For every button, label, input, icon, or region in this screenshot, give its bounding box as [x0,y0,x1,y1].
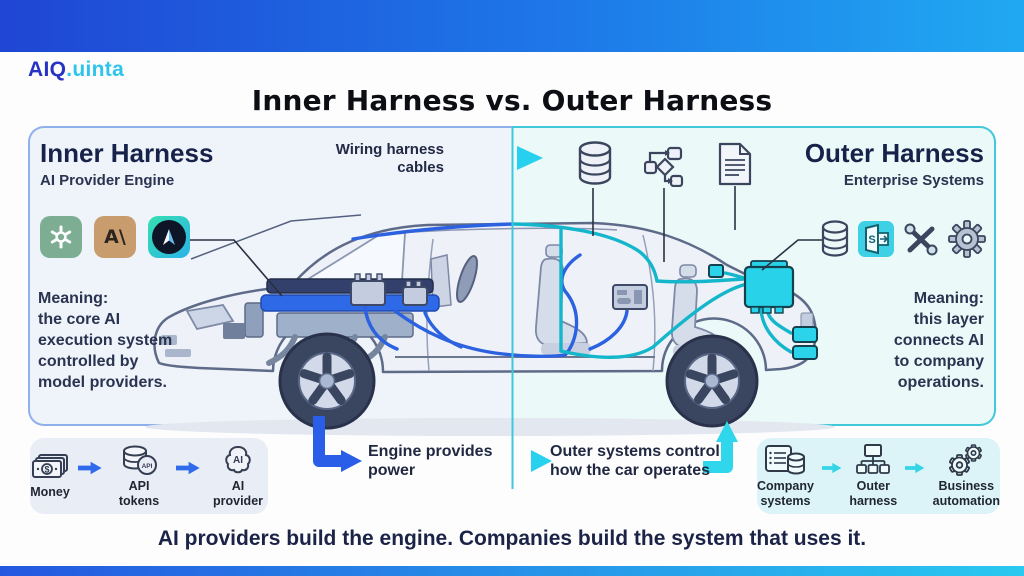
flow-arrow-icon [78,461,102,475]
api-tokens-icon: API [123,445,157,476]
outer-panel-subheading: Enterprise Systems [843,172,984,189]
inner-meaning-text: Meaning: the core AI execution system co… [38,290,173,392]
api-badge-text: API [142,463,153,470]
api-tokens-label: API tokens [118,479,160,508]
brand-secondary: .uinta [66,58,125,81]
openai-icon [40,216,82,258]
sharepoint-letter: S [868,234,875,246]
business-automation-label: Business automation [932,479,1000,508]
flow-arrow-icon [821,462,842,474]
sharepoint-icon: S [858,221,894,257]
money-icon: $ [32,454,68,479]
company-systems-icon [765,445,806,475]
ai-arrow-icon [148,216,190,258]
anthropic-icon: A\ [94,216,136,258]
flow-cell-ai-provider: AI AI provider [208,444,268,508]
mid-gradient-arrow [492,450,552,472]
company-systems-label: Company systems [757,479,814,508]
flow-cell-company-systems: Company systems [757,444,814,508]
inner-panel-heading: Inner Harness [40,138,214,168]
flow-arrow-icon [905,462,925,474]
business-automation-icon [949,444,983,477]
brand-logo: AIQ.uinta [28,58,124,82]
outer-harness-icon [856,444,891,475]
flow-cell-outer-harness: Outer harness [849,444,897,508]
engine-power-label: Engine provides power [368,443,493,479]
money-label: Money [30,485,70,500]
ai-badge-text: AI [233,455,243,466]
outer-harness-label: Outer harness [849,479,898,508]
anthropic-logo-text: A\ [104,226,126,248]
inner-panel-subheading: AI Provider Engine [40,172,175,189]
top-banner [0,0,1024,52]
svg-text:$: $ [44,465,49,475]
database-icon [578,141,612,185]
page-title: Inner Harness vs. Outer Harness [251,84,773,117]
tools-icon [904,223,938,256]
enterprise-icons: S [820,220,986,258]
brand-primary: AIQ [28,58,67,81]
outer-meaning-text: Meaning: this layer connects AI to compa… [893,290,984,392]
tagline: AI providers build the engine. Companies… [157,527,867,550]
wiring-harness-label: Wiring harness cables [335,141,444,176]
ai-provider-icons: A\ [40,216,190,258]
database-small-icon [821,220,849,257]
outer-panel-heading: Outer Harness [804,138,984,168]
flow-arrow-icon [176,461,201,475]
flow-cell-money: $ Money [30,452,70,499]
flowchart-icon [644,146,684,187]
flow-cell-api-tokens: API API tokens [110,444,169,508]
document-icon [718,142,752,186]
gear-icon [948,220,986,258]
ai-provider-icon: AI [225,446,251,474]
money-flow-box: $ Money API API tokens AI [30,438,268,514]
outer-control-label: Outer systems control how the car operat… [550,443,720,479]
enterprise-flow-box: Company systems Outer harness [757,438,1000,514]
ai-provider-label: AI provider [213,479,264,508]
bottom-banner [0,566,1024,576]
flow-cell-business-automation: Business automation [933,444,1000,508]
